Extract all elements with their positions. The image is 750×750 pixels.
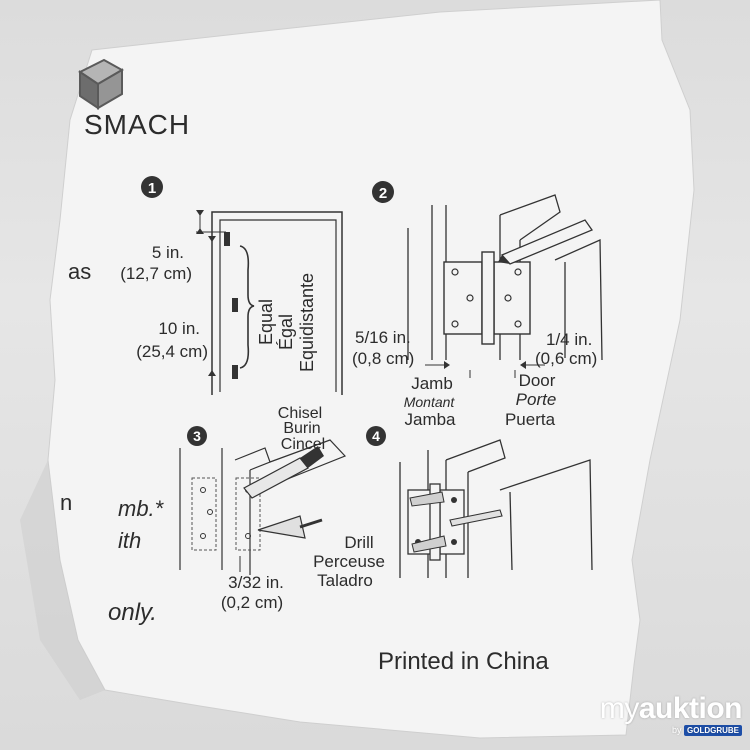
- step-1-mid-metric: (25,4 cm): [136, 342, 208, 361]
- screwdriver-icon: [449, 509, 503, 527]
- chisel-label-fr: Burin: [283, 420, 320, 437]
- step-2-right-metric: (0,6 cm): [535, 349, 597, 368]
- drill-label-es: Taladro: [317, 571, 373, 590]
- instruction-sheet: [47, 0, 695, 739]
- step-3: 3 Chisel Burin Cincel 3/32 in. (0,2 cm) …: [179, 405, 385, 612]
- jamb-label-fr: Montant: [404, 394, 456, 410]
- screw-icon-bottom: [411, 535, 447, 553]
- hinge-top: [224, 232, 230, 246]
- hinge-knuckle: [481, 251, 495, 345]
- equal-label-fr: Égal: [276, 314, 296, 350]
- step-3-bottom-metric: (0,2 cm): [221, 593, 283, 612]
- margin-fragment-b: mb.*: [118, 496, 165, 521]
- step-4-number: 4: [372, 428, 380, 444]
- margin-fragment-d: only.: [108, 599, 157, 626]
- hinge-plate-left: [443, 261, 483, 335]
- door-label-fr: Porte: [516, 390, 557, 409]
- step-2-left-metric: (0,8 cm): [352, 349, 414, 368]
- brand-logo-icon: [78, 58, 125, 110]
- margin-fragment-c: ith: [118, 528, 141, 553]
- watermark-brand: myauktion: [599, 692, 743, 725]
- hinge-bottom: [232, 365, 238, 379]
- step-2-left-imperial: 5/16 in.: [355, 328, 411, 347]
- brand-name: SMACH: [84, 109, 190, 140]
- watermark-sub-prefix: by: [671, 725, 682, 735]
- step-4: 4: [366, 426, 593, 578]
- hinge-knuckle-4: [429, 483, 441, 561]
- hinge-middle: [232, 298, 238, 312]
- drill-label-en: Drill: [344, 533, 373, 552]
- equal-label-en: Equal: [256, 299, 276, 345]
- watermark-brand-bold: auktion: [638, 692, 743, 725]
- step-2-right-imperial: 1/4 in.: [546, 330, 592, 349]
- screw-icon-top: [409, 491, 445, 507]
- step-1-top-imperial: 5 in.: [152, 243, 184, 262]
- door-label-es: Puerta: [505, 410, 556, 429]
- step-3-number: 3: [193, 428, 201, 444]
- watermark-badge: GOLDGRUBE: [684, 725, 742, 736]
- door-label-en: Door: [519, 371, 556, 390]
- paper-shadow: [20, 460, 105, 700]
- step-1-badge: [141, 176, 163, 198]
- margin-fragment-e: n: [60, 490, 72, 515]
- step-1: 1 5 in. (12,7 cm) 10 in. (25,4 cm) Equal…: [120, 176, 343, 395]
- chisel-label-en: Chisel: [278, 405, 322, 422]
- chisel-label-es: Cincel: [281, 436, 325, 453]
- jamb-label-es: Jamba: [404, 410, 456, 429]
- hinge-plate-right: [493, 261, 531, 335]
- step-4-badge: [366, 426, 386, 446]
- step-2: 2 5/16 in. (0,8 cm): [352, 181, 603, 429]
- step-1-mid-imperial: 10 in.: [158, 319, 200, 338]
- equal-brace: [239, 245, 255, 369]
- printed-in-text: Printed in China: [378, 648, 549, 675]
- equal-label-es: Equidistante: [297, 273, 317, 372]
- step-1-number: 1: [148, 180, 156, 197]
- margin-fragment-a: as: [68, 259, 91, 284]
- step-3-badge: [187, 426, 207, 446]
- step-1-top-metric: (12,7 cm): [120, 264, 192, 283]
- watermark-sub: by GOLDGRUBE: [600, 725, 742, 736]
- step-3-bottom-imperial: 3/32 in.: [228, 573, 284, 592]
- step-2-badge: [372, 181, 394, 203]
- hinge-mortise-outline: [191, 477, 217, 551]
- watermark: myauktion by GOLDGRUBE: [599, 692, 743, 736]
- jamb-label-en: Jamb: [411, 374, 453, 393]
- drill-label-fr: Perceuse: [313, 552, 385, 571]
- watermark-brand-light: my: [599, 692, 640, 725]
- hinge-mortise-right: [235, 477, 261, 551]
- pencil-icon: [500, 219, 593, 265]
- step-2-number: 2: [379, 185, 387, 202]
